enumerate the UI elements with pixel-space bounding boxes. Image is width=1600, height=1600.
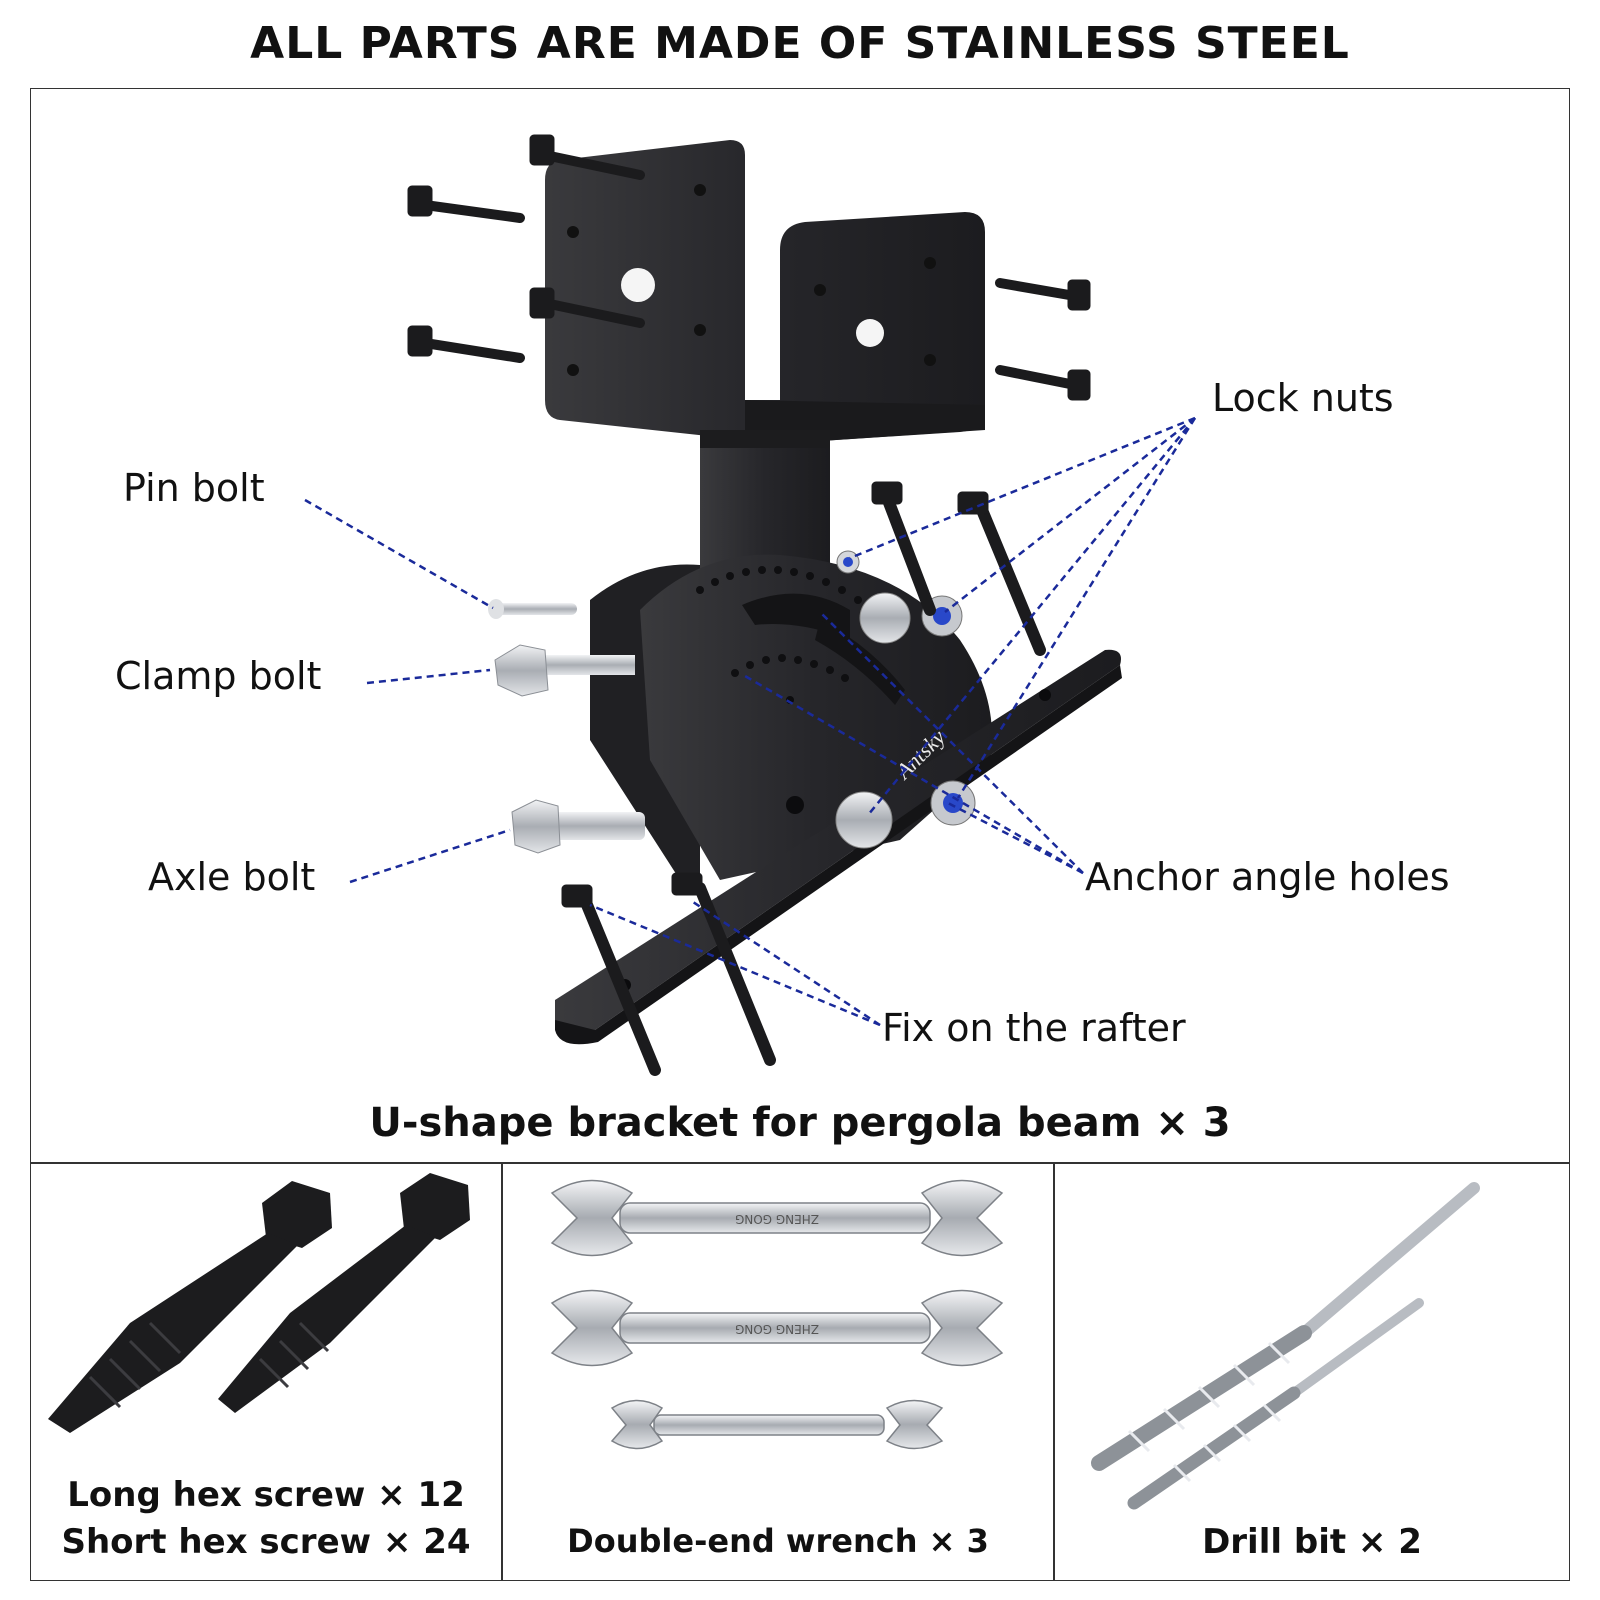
drill-bit-illustration [1091,1182,1480,1510]
wrench-caption: Double-end wrench × 3 [567,1522,989,1560]
lock-nuts [835,550,976,849]
callout-anchor-angle-holes: Anchor angle holes [1085,855,1450,899]
callout-clamp-bolt: Clamp bolt [115,654,322,698]
callout-lines [304,416,1197,1027]
wrench-illustration: ZHENG GONG ZHENG GONG [550,1179,1004,1450]
long-screw-caption: Long hex screw × 12 [67,1475,465,1515]
wrench-engraving-1: ZHENG GONG [735,1212,819,1226]
hex-screws-illustration [48,1173,470,1433]
bracket-caption: U-shape bracket for pergola beam × 3 [369,1100,1231,1146]
pin-bolt [488,599,577,619]
wrench-engraving-2: ZHENG GONG [735,1322,819,1336]
wrench-panel [502,1163,1054,1581]
clamp-bolt [494,644,635,697]
callout-fix-on-rafter: Fix on the rafter [882,1006,1186,1050]
drill-bit-caption: Drill bit × 2 [1202,1522,1422,1562]
short-screw-caption: Short hex screw × 24 [61,1522,471,1562]
screws-panel [30,1163,502,1581]
callout-axle-bolt: Axle bolt [148,855,316,899]
axle-bolt [511,799,645,854]
callout-pin-bolt: Pin bolt [123,466,265,510]
page-headline: ALL PARTS ARE MADE OF STAINLESS STEEL [250,18,1350,69]
callout-lock-nuts: Lock nuts [1212,376,1394,420]
bracket-panel [30,88,1570,1163]
lag-screws [407,134,1091,1076]
drill-bit-panel [1054,1163,1570,1581]
u-saddle [545,140,985,445]
